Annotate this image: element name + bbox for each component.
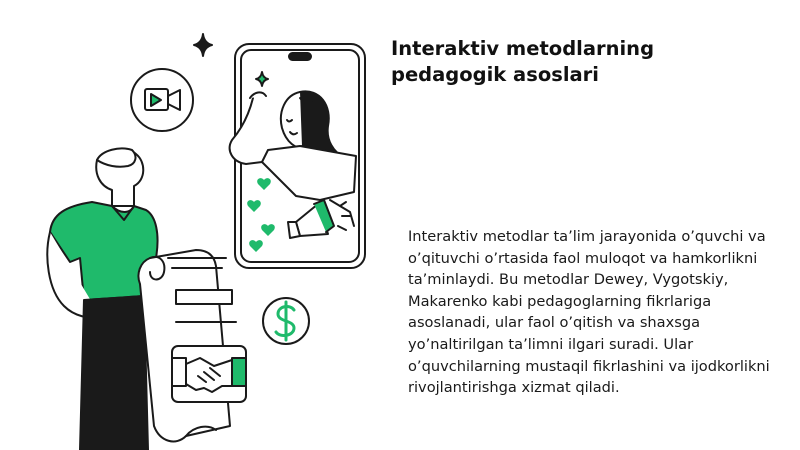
handshake-icon	[171, 345, 247, 403]
man-illustration	[46, 147, 159, 450]
illustration	[46, 33, 366, 450]
phone-illustration	[228, 43, 366, 269]
slide-body-text: Interaktiv metodlar ta’lim jarayonida o’…	[408, 228, 770, 397]
video-camera-icon	[130, 68, 194, 132]
megaphone-icon	[287, 199, 351, 239]
slide-title: Interaktiv metodlarning pedagogik asosla…	[391, 37, 655, 86]
sparkle-icon	[255, 71, 269, 87]
dollar-icon	[262, 297, 310, 345]
sparkle-icon	[193, 33, 213, 57]
hearts-icon	[247, 178, 275, 252]
